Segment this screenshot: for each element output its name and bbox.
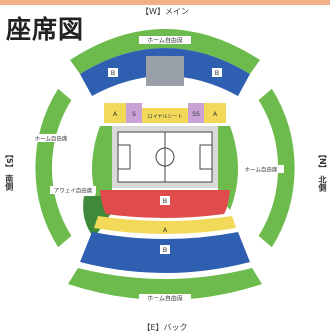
section-top-purple-left[interactable] <box>126 103 142 123</box>
label-home-bottom: ホーム自由席 <box>147 295 183 303</box>
label-ss-top-right: SS <box>192 111 200 118</box>
label-away: アウェイ自由席 <box>54 187 93 195</box>
section-top-purple-right[interactable] <box>188 103 204 123</box>
direction-south-bracket: 【S】 <box>4 150 14 172</box>
label-a-top-left: A <box>113 111 118 118</box>
label-box-b-left <box>108 68 118 77</box>
label-a-bottom: A <box>163 227 168 234</box>
section-home-right-outer[interactable] <box>257 87 296 249</box>
section-bottom-yellow[interactable] <box>94 216 236 234</box>
pitch-left-box <box>117 144 131 170</box>
label-b-bottom-blue: B <box>163 246 167 254</box>
page-title: 座席図 <box>6 15 85 44</box>
section-home-left-outer[interactable] <box>34 87 73 249</box>
direction-north: 【N】 北側 <box>317 150 327 192</box>
section-royal-seat[interactable] <box>142 108 188 123</box>
label-home-top: ホーム自由席 <box>147 37 183 45</box>
section-bottom-green[interactable] <box>68 268 262 300</box>
section-top-yellow-right[interactable] <box>204 103 226 123</box>
label-box-b-bottom <box>160 196 170 205</box>
direction-north-bracket: 【N】 <box>318 150 327 173</box>
section-inner-right[interactable] <box>218 126 238 210</box>
label-box-b-right <box>212 68 222 77</box>
section-top-yellow-left[interactable] <box>104 103 126 123</box>
label-home-right: ホーム自由席 <box>245 166 278 174</box>
label-box-away <box>50 186 96 194</box>
direction-north-text: 北側 <box>318 175 327 192</box>
direction-west-main: 【W】メイン <box>141 7 189 16</box>
label-box-b-bottom-blue <box>160 245 170 254</box>
label-a-top-right: A <box>213 111 218 118</box>
label-b-top-left: B <box>111 69 115 77</box>
section-top-green[interactable] <box>70 29 260 74</box>
label-box-home-bottom <box>139 294 191 302</box>
top-accent-bar <box>0 0 330 5</box>
label-s-top-left: S <box>132 111 136 118</box>
label-box-home-left <box>28 134 74 142</box>
section-inner-left[interactable] <box>92 126 112 210</box>
label-home-left: ホーム自由席 <box>35 135 68 143</box>
label-box-home-top <box>139 36 191 44</box>
direction-east-back: 【E】バック <box>142 323 188 332</box>
pitch-center-circle <box>155 147 175 167</box>
label-royal-seat: ロイヤルシート <box>148 114 183 120</box>
label-box-home-right <box>238 165 284 173</box>
label-b-bottom: B <box>163 197 167 205</box>
label-b-top-right: B <box>215 69 219 77</box>
direction-south-text: 南側 <box>4 174 14 191</box>
pitch-right-box <box>199 144 213 170</box>
section-top-center-gap <box>146 56 184 86</box>
direction-south: 【S】 南側 <box>4 150 14 191</box>
